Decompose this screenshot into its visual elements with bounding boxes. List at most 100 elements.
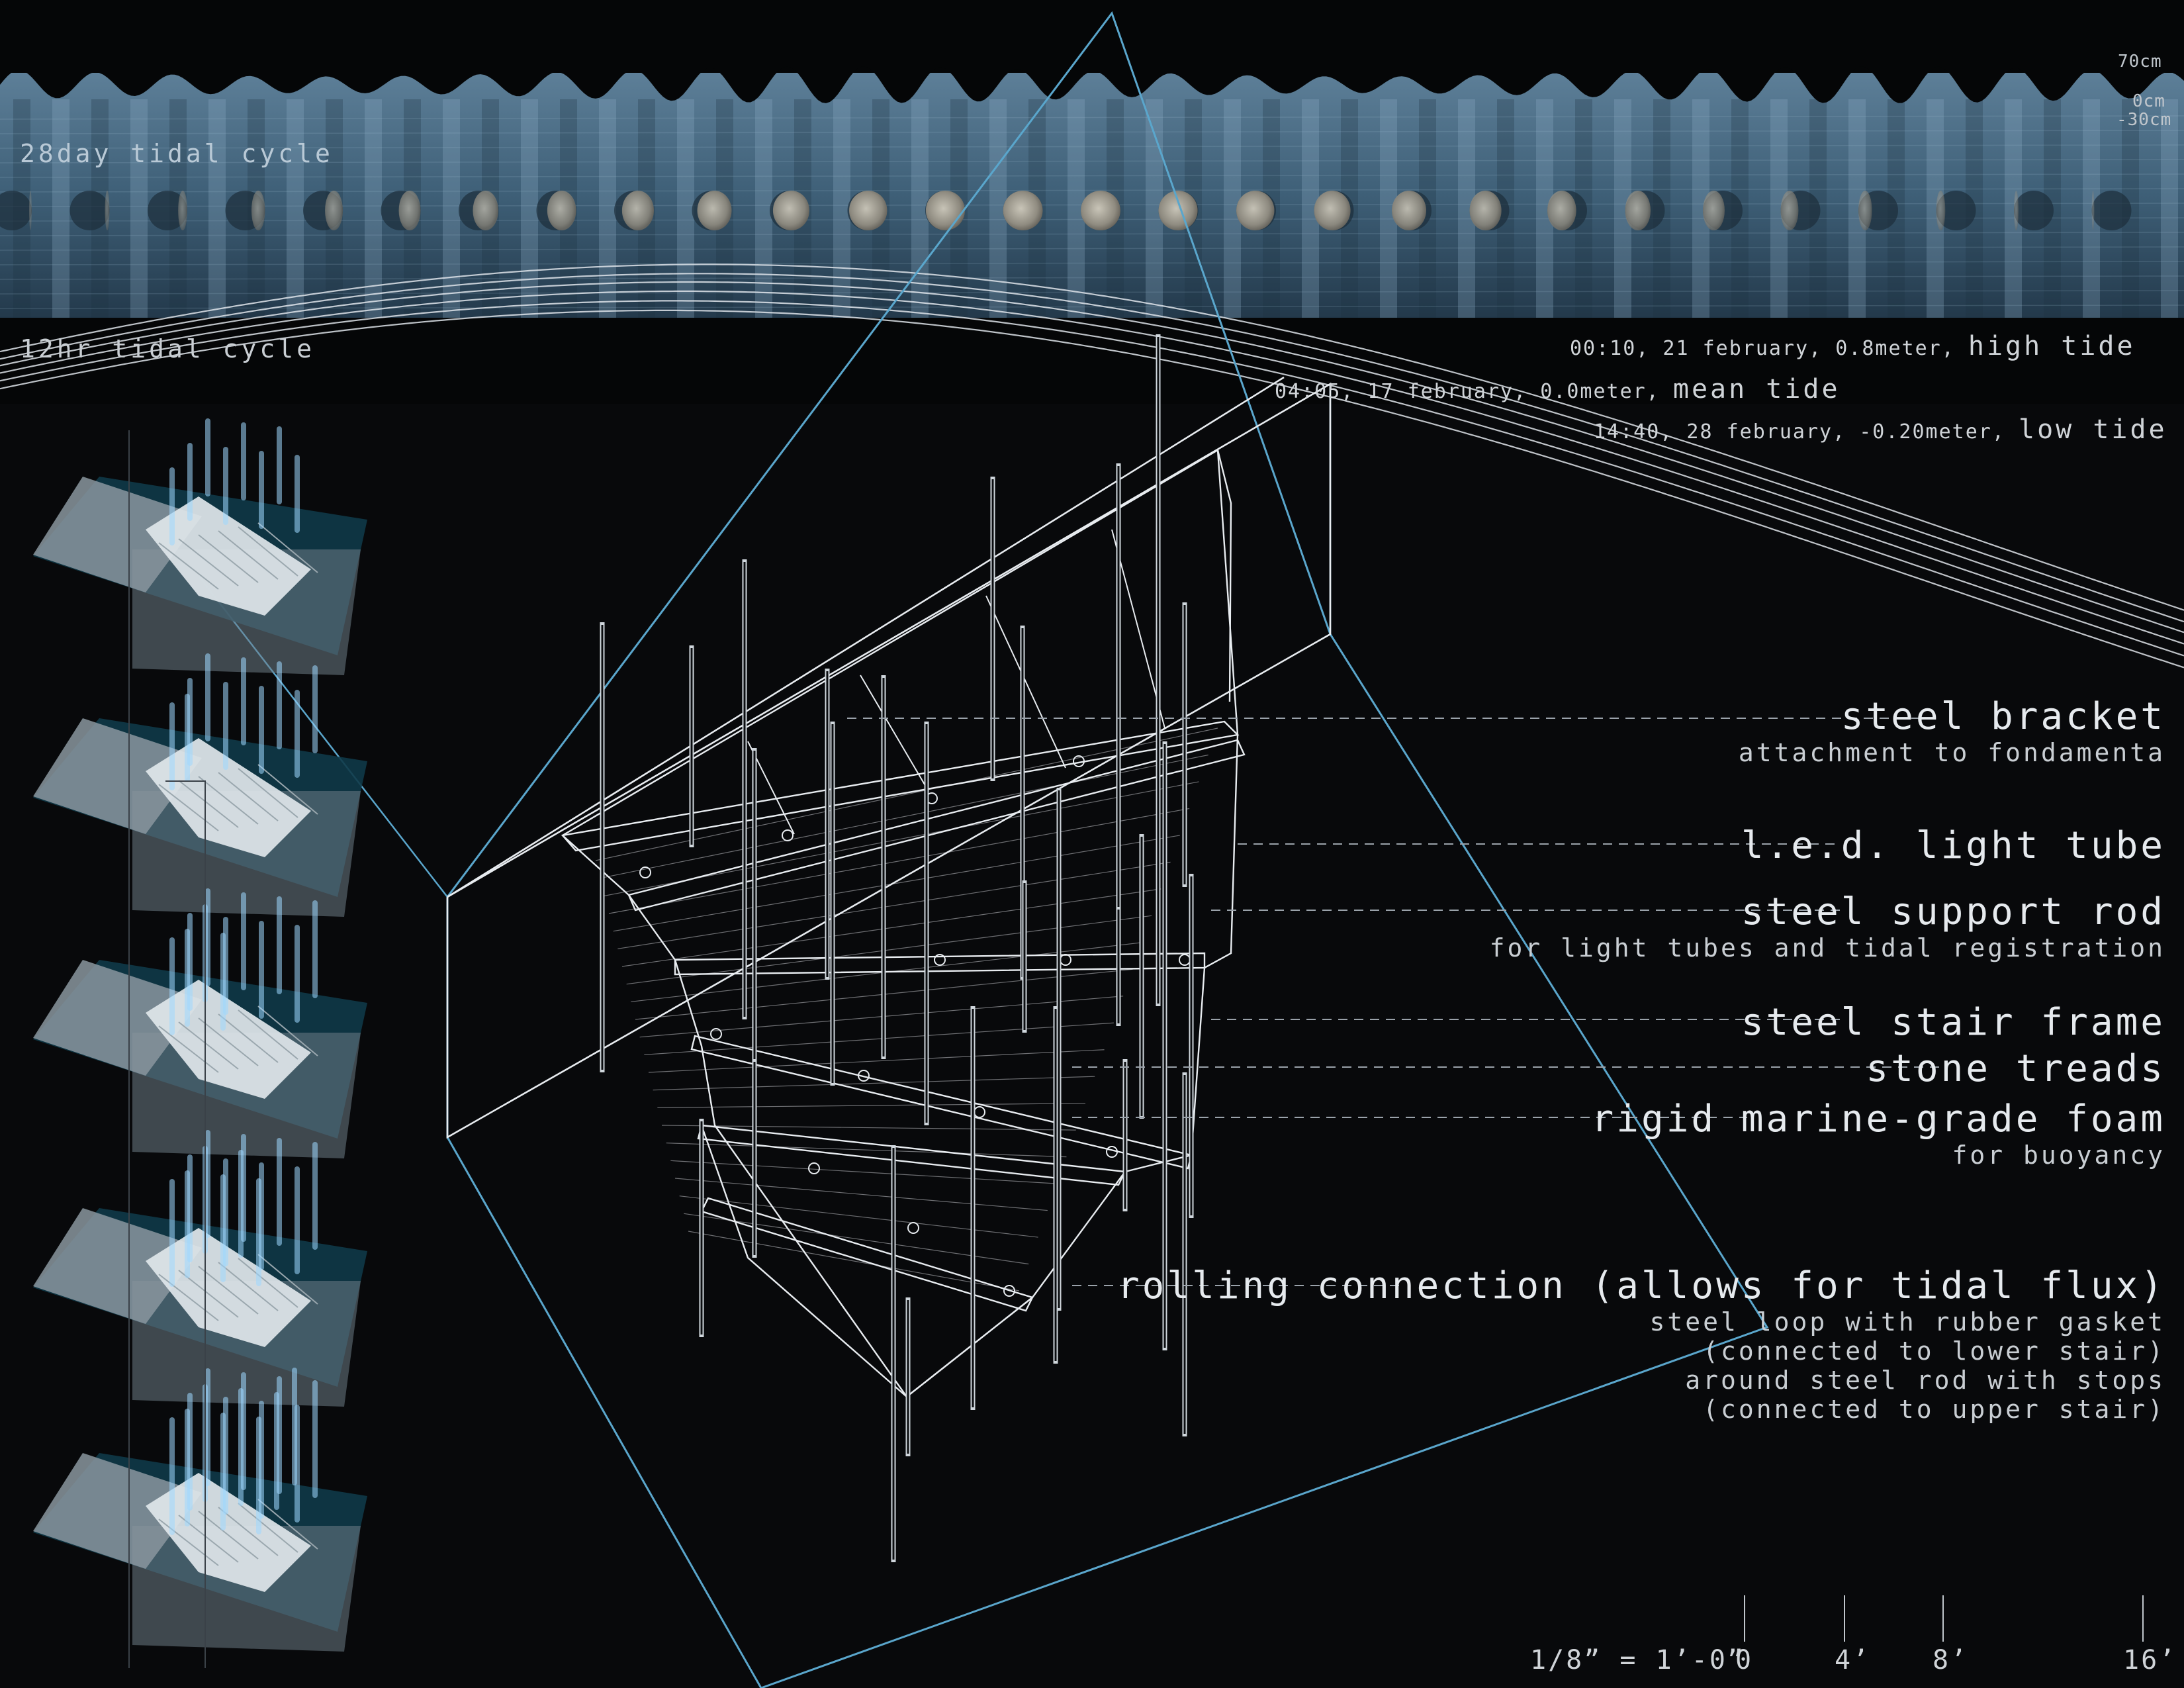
- high-tide-label: high tide: [1968, 331, 2136, 361]
- thumb-tread: [158, 784, 219, 831]
- thumb-tread: [218, 1507, 279, 1556]
- water-ripple: [0, 130, 2184, 134]
- tread-line: [631, 942, 1142, 1002]
- mean-tide-reading: 04:05, 17 february, 0.0meter, mean tide: [1275, 374, 1841, 404]
- callout-title: l.e.d. light tube: [1741, 824, 2165, 867]
- thumb-tread: [238, 768, 298, 818]
- callout-steel-bracket: steel bracket attachment to fondamenta: [1739, 695, 2165, 767]
- tidal-wave-curve: [0, 0, 2184, 103]
- water-ripple: [0, 144, 2184, 149]
- callout-steel-support-rod: steel support rod for light tubes and ti…: [1490, 890, 2165, 962]
- tread-line: [604, 781, 1199, 896]
- thumb-tread: [178, 538, 239, 586]
- rolling-connection-ring: [934, 954, 946, 966]
- callout-sub: for buoyancy: [1952, 1141, 2165, 1170]
- tide-curve: [0, 309, 2184, 669]
- water-band: [130, 99, 148, 318]
- axis-70cm: 70cm: [2118, 52, 2162, 71]
- callout-steel-stair-frame: steel stair frame: [1741, 1001, 2165, 1044]
- tread-line: [661, 1125, 1076, 1131]
- moon-lit: [1392, 191, 1426, 230]
- water-ripple: [0, 232, 2184, 236]
- cycle-28day-label: 28day tidal cycle: [20, 139, 334, 168]
- rolling-connection-ring: [858, 1070, 870, 1082]
- callout-title: steel stair frame: [1741, 1001, 2165, 1044]
- thumb-deck: [33, 1453, 202, 1569]
- callout-marine-foam: rigid marine-grade foam for buoyancy: [1592, 1098, 2165, 1170]
- tread-line: [617, 861, 1171, 949]
- thumb-tread: [198, 1017, 259, 1066]
- water-band: [443, 99, 460, 318]
- rolling-connection-ring: [907, 1222, 919, 1234]
- moon-disc: [0, 191, 32, 230]
- moon-lit: [29, 191, 32, 230]
- moon-lit: [178, 191, 187, 230]
- tidal-thumbnail: [33, 1368, 367, 1652]
- thumb-deck: [33, 960, 202, 1076]
- callout-title: rigid marine-grade foam: [1591, 1098, 2165, 1141]
- water-band: [365, 99, 382, 318]
- thumb-tread: [198, 1266, 259, 1315]
- rolling-connection-ring: [782, 829, 794, 841]
- callout-sub: for light tubes and tidal registration: [1489, 933, 2165, 962]
- tide-curve: [0, 290, 2184, 645]
- thumb-deck: [33, 1208, 202, 1324]
- water-ripple: [0, 261, 2184, 265]
- thumb-tread: [238, 1503, 298, 1553]
- callout-rolling-connection: rolling connection (allows for tidal flu…: [1117, 1264, 2165, 1424]
- bounding-box-wireframe: [446, 376, 1332, 1139]
- thumb-tread: [218, 1262, 279, 1311]
- thumb-tread: [257, 764, 318, 815]
- moon-lit: [1703, 191, 1725, 230]
- water-band: [208, 99, 226, 318]
- water-band: [521, 99, 538, 318]
- rolling-connection-ring: [710, 1028, 722, 1040]
- rolling-connection-ring: [639, 867, 651, 878]
- moon-lit: [1236, 191, 1275, 230]
- water-band: [52, 99, 69, 318]
- thumb-tread: [178, 780, 239, 828]
- stair-bottom: [700, 1125, 1033, 1398]
- tidal-thumbnail: [33, 653, 367, 917]
- moon-disc: [2091, 191, 2132, 230]
- callout-sub: (connected to upper stair): [1703, 1395, 2165, 1424]
- rolling-connection-ring: [1073, 755, 1085, 767]
- tread-line: [613, 835, 1180, 932]
- thumb-tread: [158, 1025, 219, 1073]
- tread-line: [674, 1178, 1048, 1211]
- moon-lit: [925, 191, 966, 230]
- cycle-12hr-label: 12hr tidal cycle: [20, 334, 316, 363]
- moon-phase-row: [0, 191, 2132, 230]
- moon-lit: [2014, 191, 2019, 230]
- callout-sub: attachment to fondamenta: [1738, 738, 2165, 767]
- high-tide-reading: 00:10, 21 february, 0.8meter, high tide: [1570, 331, 2136, 361]
- moon-lit: [325, 191, 343, 230]
- tread-line: [657, 1103, 1086, 1108]
- moon-lit: [1547, 191, 1576, 230]
- scale-tick-0: 0: [1735, 1645, 1754, 1675]
- moon-lit: [105, 191, 110, 230]
- water-band: [2161, 99, 2178, 318]
- tide-curve: [0, 300, 2184, 657]
- rolling-connection-ring: [1003, 1285, 1015, 1297]
- scale-bar-ticks: [1744, 1595, 2144, 1642]
- moon-lit: [697, 191, 732, 230]
- rolling-connection-ring: [808, 1162, 820, 1174]
- low-tide-label: low tide: [2018, 414, 2167, 445]
- water-ripple: [0, 290, 2184, 295]
- callout-sub: steel loop with rubber gasket: [1649, 1307, 2165, 1336]
- blue-frame-edge: [447, 13, 1113, 898]
- moon-lit: [251, 191, 265, 230]
- rolling-connection-ring: [974, 1106, 985, 1118]
- thumb-deck: [33, 718, 202, 834]
- callout-title: steel bracket: [1841, 695, 2165, 738]
- stair-flight: [700, 1197, 1034, 1312]
- tread-line: [644, 1022, 1114, 1055]
- water-ripple: [0, 246, 2184, 251]
- scale-ratio: 1/8” = 1’-0”: [1530, 1645, 1745, 1675]
- scale-tick-8: 8’: [1933, 1645, 1969, 1675]
- scale-tick-16: 16’: [2123, 1645, 2177, 1675]
- rolling-connection-ring: [1060, 954, 1071, 966]
- stair-wireframe: [561, 448, 1246, 1398]
- moon-lit: [849, 191, 887, 230]
